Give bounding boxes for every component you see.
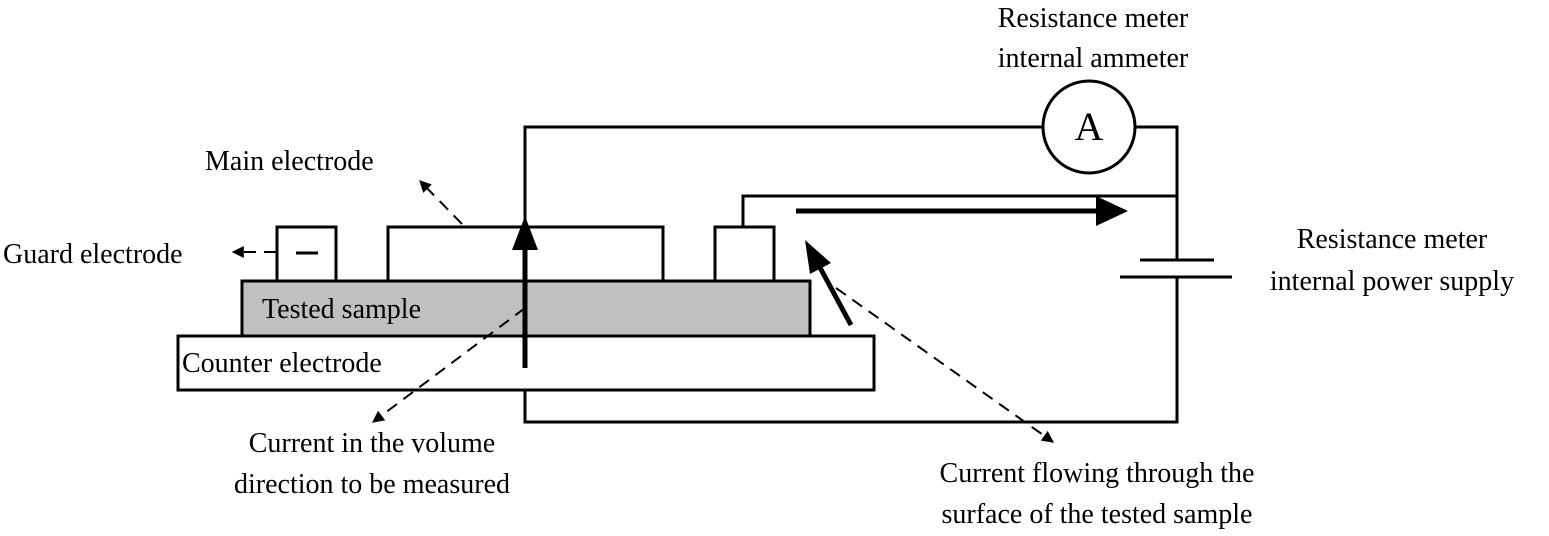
- ammeter-title-line2: internal ammeter: [998, 43, 1189, 74]
- ammeter-circle: [1041, 79, 1137, 175]
- ammeter: A: [1041, 79, 1137, 175]
- wire-main-to-ammeter: [523, 125, 1042, 228]
- main-electrode-leader: [419, 180, 463, 225]
- ammeter-symbol: A: [1075, 104, 1104, 149]
- surface-current-leader: [835, 287, 1054, 443]
- main-electrode-label: Main electrode: [205, 146, 374, 177]
- guard-electrode-label: Guard electrode: [3, 239, 183, 270]
- counter-electrode-label: Counter electrode: [182, 348, 382, 379]
- volume-current-label-line1: Current in the volume: [249, 428, 496, 459]
- surface-current-label-line1: Current flowing through the: [940, 458, 1255, 489]
- volume-current-label-line2: direction to be measured: [234, 469, 510, 500]
- tested-sample-label: Tested sample: [262, 294, 421, 325]
- ammeter-title-line1: Resistance meter: [998, 3, 1189, 34]
- surface-current-label-line2: surface of the tested sample: [942, 499, 1253, 530]
- wire-ammeter-to-supply: [1136, 125, 1179, 260]
- guard-electrode: [275, 225, 338, 283]
- surface-leak-arrow: [805, 240, 854, 327]
- volume-current-leader: [372, 307, 526, 423]
- surface-current-arrow: [796, 196, 1128, 226]
- power-supply-title-line1: Resistance meter: [1297, 224, 1488, 255]
- ring-electrode: [713, 225, 776, 283]
- wire-guard-to-supply: [741, 194, 1177, 228]
- power-supply-title-line2: internal power supply: [1270, 266, 1514, 297]
- circuit-wires: [523, 125, 1232, 424]
- wire-counter-return: [523, 277, 1179, 424]
